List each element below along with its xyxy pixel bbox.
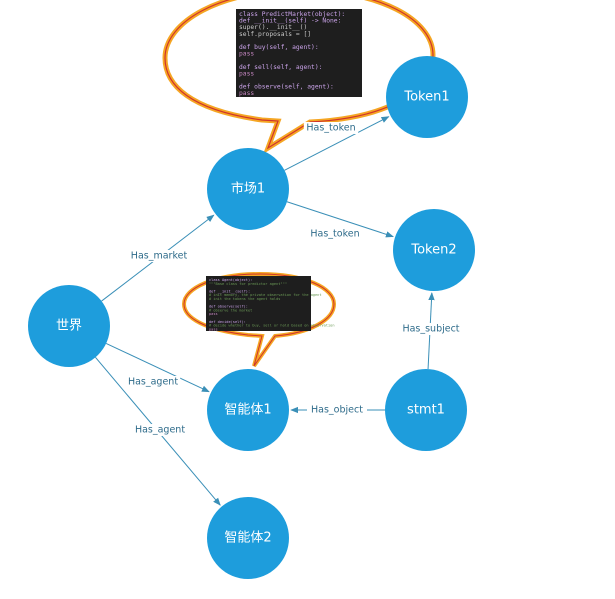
node-circle[interactable] <box>207 369 289 451</box>
edge-label: Has_market <box>131 251 188 262</box>
node-token2[interactable]: Token2 <box>393 209 475 291</box>
node-circle[interactable] <box>386 56 468 138</box>
node-world[interactable]: 世界 <box>28 285 110 367</box>
code-line: self.proposals = [] <box>239 31 311 38</box>
node-circle[interactable] <box>207 497 289 579</box>
code-line: def decide(self): <box>209 320 246 324</box>
code-line: # observe the market <box>209 308 252 312</box>
node-circle[interactable] <box>28 285 110 367</box>
edge-market1-token1[interactable] <box>284 116 390 171</box>
code-line: def sell(self, agent): <box>239 64 322 71</box>
node-label: 世界 <box>56 319 82 334</box>
edge-label-background <box>398 323 464 335</box>
edge-label: Has_subject <box>402 324 459 335</box>
edge-label: Has_token <box>306 123 355 134</box>
edge-label-background <box>125 376 181 388</box>
code-line: super().__init__() <box>239 24 307 31</box>
code-line: def __init__(self) -> None: <box>239 18 341 25</box>
code-line: pass <box>209 312 218 316</box>
edge-label: Has_agent <box>135 425 185 436</box>
node-label: stmt1 <box>407 403 445 418</box>
code-line: # init the tokens the agent holds <box>209 297 280 301</box>
code-line: pass <box>239 51 254 58</box>
code-line: def buy(self, agent): <box>239 44 319 51</box>
code-line: # init memory, the private observation f… <box>209 293 322 297</box>
agent-code-lines: class Agent(object): """Base class for p… <box>209 278 335 331</box>
code-line: # decide whether to buy, sell or hold ba… <box>209 324 335 328</box>
edge-label-background <box>132 424 188 436</box>
edge-label: Has_agent <box>128 377 178 388</box>
node-circle[interactable] <box>385 369 467 451</box>
code-line: """Base class for predictor agent""" <box>209 282 287 286</box>
edge-market1-token2[interactable] <box>286 201 394 238</box>
node-circle[interactable] <box>207 148 289 230</box>
agent-code-snippet <box>206 276 311 331</box>
edge-label-background <box>307 228 363 240</box>
edge-label: Has_token <box>310 229 359 240</box>
node-label: 智能体1 <box>224 403 271 418</box>
market-code-callout: class PredictMarket(object): def __init_… <box>162 0 436 154</box>
code-line: class Agent(object): <box>209 278 252 282</box>
node-label: 市场1 <box>231 181 265 197</box>
node-market1[interactable]: 市场1 <box>207 148 289 230</box>
node-label: Token1 <box>403 90 449 105</box>
code-line: pass <box>239 70 254 77</box>
edge-label-background <box>129 250 189 262</box>
code-line: pass <box>239 90 254 97</box>
edge-label-background <box>303 122 359 134</box>
node-stmt1[interactable]: stmt1 <box>385 369 467 451</box>
code-line: def observe(self): <box>209 305 248 309</box>
agent-code-callout: class Agent(object): """Base class for p… <box>181 271 337 368</box>
node-label: Token2 <box>410 243 456 258</box>
edge-label: Has_object <box>311 405 363 416</box>
edge-world-agent1[interactable] <box>105 342 210 393</box>
node-token1[interactable]: Token1 <box>386 56 468 138</box>
node-circle[interactable] <box>393 209 475 291</box>
code-line: def __init__(self): <box>209 289 250 293</box>
code-line: def observe(self, agent): <box>239 84 334 91</box>
edge-label-background <box>307 404 367 416</box>
node-label: 智能体2 <box>224 531 271 546</box>
edges: Has_marketHas_tokenHas_tokenHas_agentHas… <box>95 116 464 506</box>
node-agent2[interactable]: 智能体2 <box>207 497 289 579</box>
code-line: pass <box>209 327 218 331</box>
node-agent1[interactable]: 智能体1 <box>207 369 289 451</box>
market-code-snippet <box>236 9 362 97</box>
market-code-lines: class PredictMarket(object): def __init_… <box>239 11 345 97</box>
code-line: class PredictMarket(object): <box>239 11 345 18</box>
